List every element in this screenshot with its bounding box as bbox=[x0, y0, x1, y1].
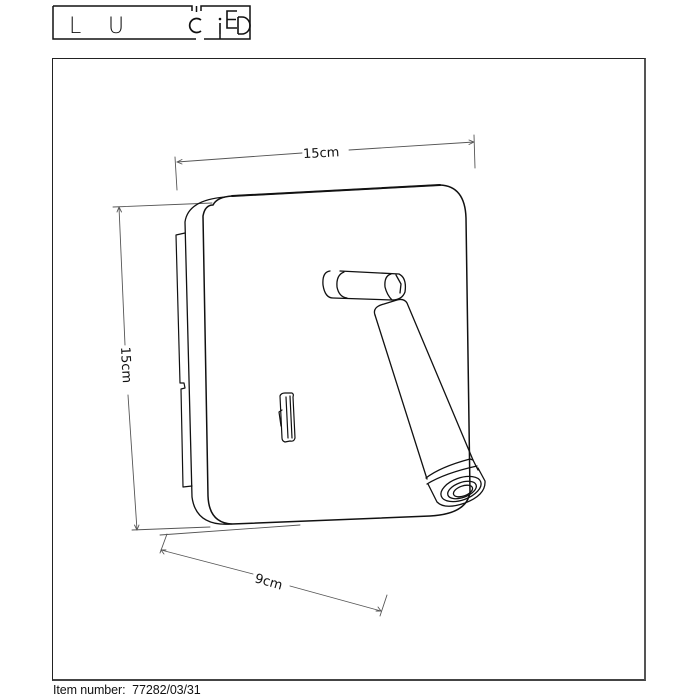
dimension-height-label: 15cm bbox=[117, 346, 134, 383]
spot-pivot bbox=[322, 270, 407, 301]
logo-letter-e-overlay bbox=[225, 10, 239, 29]
dimension-width-label: 15cm bbox=[303, 145, 340, 162]
reading-spot bbox=[373, 298, 486, 507]
logo-letter-d-shape bbox=[237, 16, 251, 35]
lucide-logo: L U D bbox=[52, 5, 251, 40]
wall-plate bbox=[175, 184, 471, 525]
drawing-frame bbox=[52, 58, 646, 681]
dimension-width bbox=[174, 134, 476, 191]
rocker-switch bbox=[278, 392, 296, 443]
logo-letter-l: L bbox=[69, 14, 81, 39]
dimension-depth-label: 9cm bbox=[253, 571, 284, 593]
dimension-depth bbox=[159, 524, 388, 617]
logo-letter-u: U bbox=[108, 14, 124, 39]
logo-letter-c bbox=[188, 17, 202, 34]
item-number: Item number: 77282/03/31 bbox=[53, 683, 201, 697]
dimension-height bbox=[112, 202, 213, 531]
